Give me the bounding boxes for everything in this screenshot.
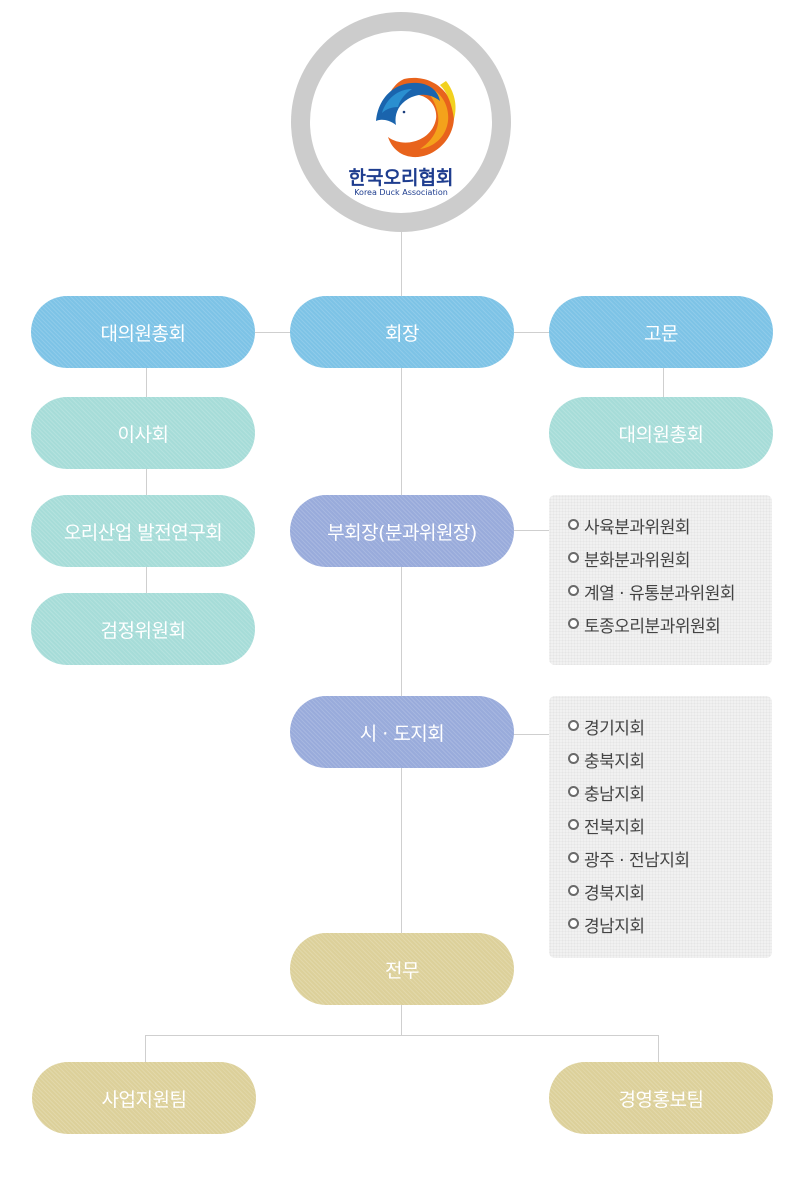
bullet-icon	[568, 519, 579, 530]
node-executive[interactable]: 전무	[290, 933, 514, 1005]
bullet-icon	[568, 786, 579, 797]
bullet-icon	[568, 918, 579, 929]
list-item: 토종오리분과위원회	[568, 612, 772, 645]
node-board[interactable]: 이사회	[31, 397, 255, 469]
connector-to-management-pr	[658, 1035, 659, 1063]
branch-list-box: 경기지회 충북지회 충남지회 전북지회 광주 · 전남지회 경북지회 경남지회	[549, 696, 772, 958]
node-advisor[interactable]: 고문	[549, 296, 773, 368]
bullet-icon	[568, 720, 579, 731]
bullet-icon	[568, 552, 579, 563]
list-item: 충남지회	[568, 780, 772, 813]
connector-branches-to-list	[512, 734, 549, 735]
node-management-pr[interactable]: 경영홍보팀	[549, 1062, 773, 1134]
logo-english-name: Korea Duck Association	[354, 188, 448, 197]
connector-to-business-support	[145, 1035, 146, 1063]
list-item: 경기지회	[568, 714, 772, 747]
node-chairman[interactable]: 회장	[290, 296, 514, 368]
node-assembly-right[interactable]: 대의원총회	[549, 397, 773, 469]
list-item: 경남지회	[568, 912, 772, 945]
list-item: 충북지회	[568, 747, 772, 780]
logo-ring: 한국오리협회 Korea Duck Association	[291, 12, 511, 232]
logo-korean-name: 한국오리협회	[348, 167, 454, 189]
list-item: 경북지회	[568, 879, 772, 912]
list-item: 광주 · 전남지회	[568, 846, 772, 879]
connector-advisor-to-assembly	[663, 368, 664, 398]
connector-executive-horizontal	[145, 1035, 659, 1036]
list-item: 계열 · 유통분과위원회	[568, 579, 772, 612]
node-assembly-top[interactable]: 대의원총회	[31, 296, 255, 368]
connector-left-column	[146, 368, 147, 594]
node-vice-chairman[interactable]: 부회장(분과위원장)	[290, 495, 514, 567]
list-item: 사육분과위원회	[568, 513, 772, 546]
bullet-icon	[568, 819, 579, 830]
connector-logo-to-chairman	[401, 230, 402, 298]
bullet-icon	[568, 753, 579, 764]
bullet-icon	[568, 618, 579, 629]
committee-list-box: 사육분과위원회 분화분과위원회 계열 · 유통분과위원회 토종오리분과위원회	[549, 495, 772, 665]
list-item: 분화분과위원회	[568, 546, 772, 579]
node-inspection[interactable]: 검정위원회	[31, 593, 255, 665]
list-item: 전북지회	[568, 813, 772, 846]
connector-vice-to-committees	[512, 530, 549, 531]
bullet-icon	[568, 852, 579, 863]
duck-logo-icon	[376, 77, 456, 158]
logo: 한국오리협회 Korea Duck Association	[310, 31, 492, 213]
node-branches[interactable]: 시 · 도지회	[290, 696, 514, 768]
node-research[interactable]: 오리산업 발전연구회	[31, 495, 255, 567]
node-business-support[interactable]: 사업지원팀	[32, 1062, 256, 1134]
bullet-icon	[568, 585, 579, 596]
bullet-icon	[568, 885, 579, 896]
